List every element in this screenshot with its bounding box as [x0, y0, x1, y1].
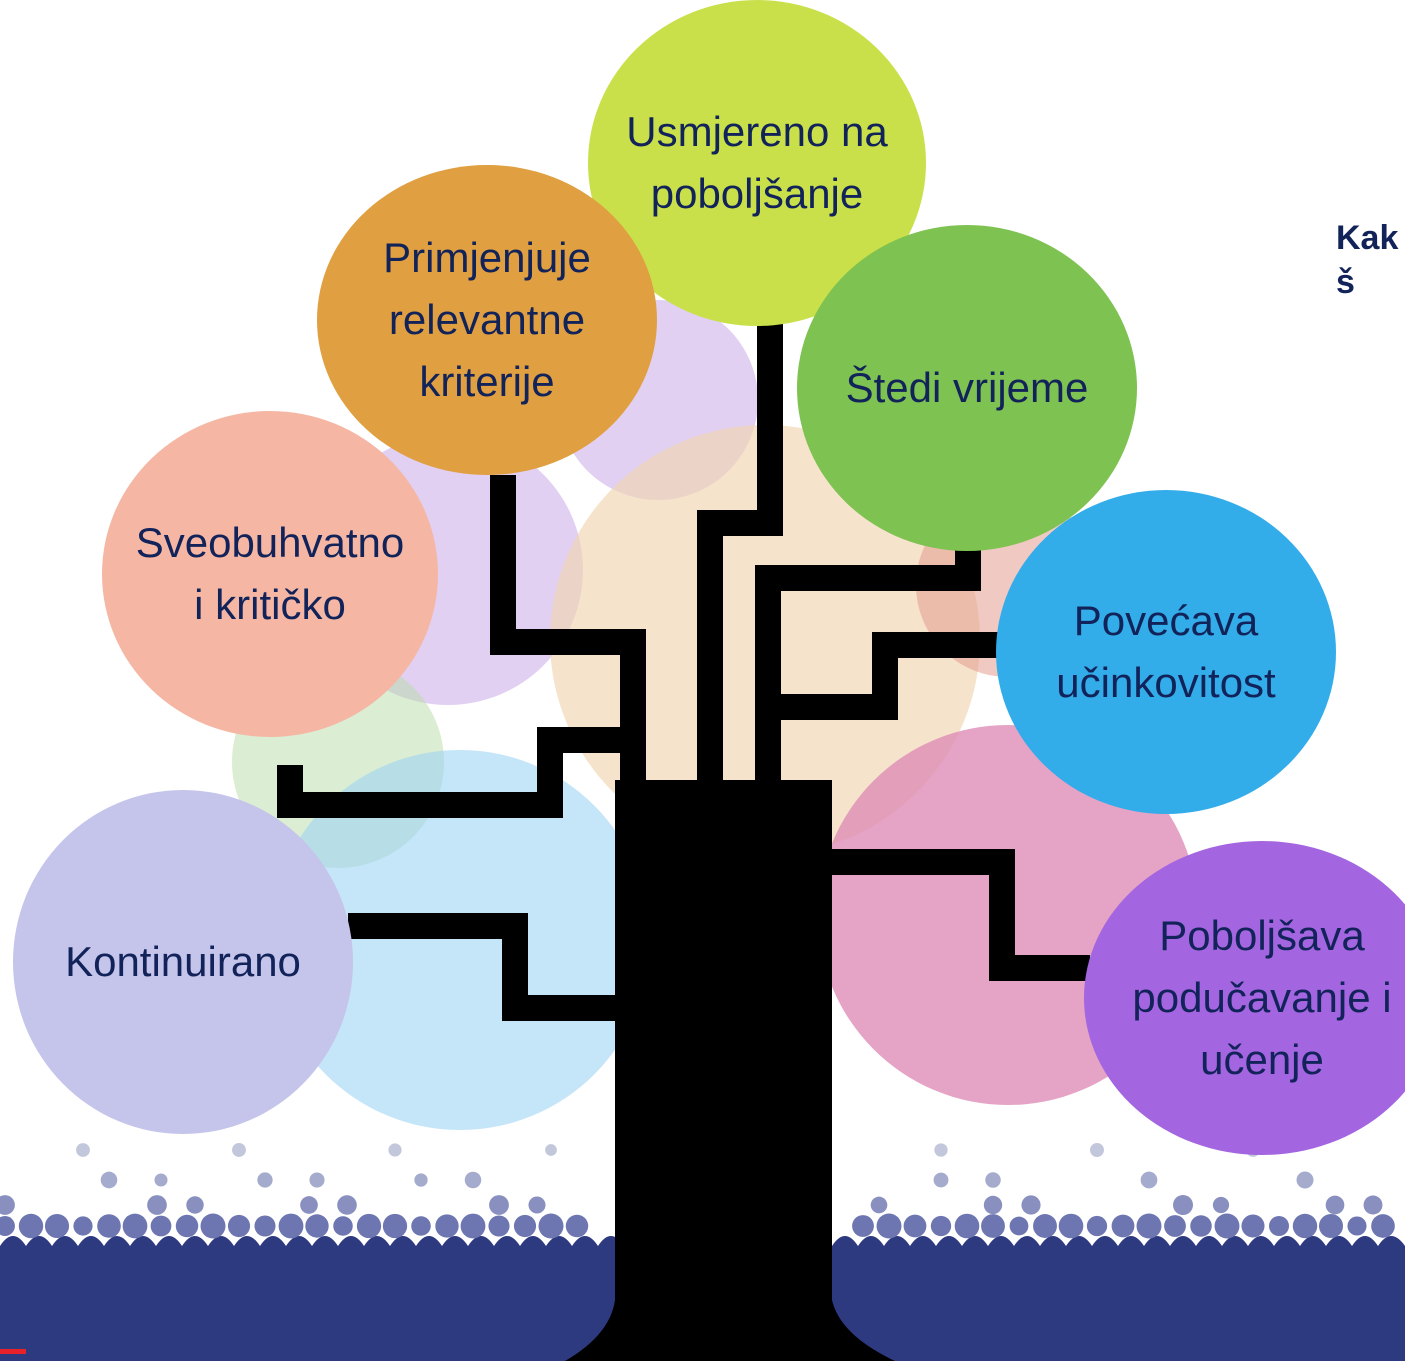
decor-dot	[983, 1195, 1003, 1215]
red-accent-mark	[0, 1349, 26, 1354]
decor-dot	[97, 1214, 121, 1238]
decor-dot	[933, 1172, 949, 1188]
decor-dot	[464, 1171, 482, 1189]
decor-dot	[1325, 1195, 1345, 1215]
decor-dot	[1086, 1215, 1108, 1237]
decor-dot	[200, 1213, 226, 1239]
decor-dot	[1371, 1214, 1395, 1238]
decor-dot	[513, 1214, 537, 1238]
decor-dot	[1164, 1215, 1186, 1237]
decor-dot	[985, 1172, 1001, 1188]
branch-povecava	[768, 632, 1000, 720]
decor-dot	[1269, 1216, 1289, 1236]
decor-dot	[1021, 1195, 1041, 1215]
branches	[277, 318, 1090, 1021]
decor-dot	[1009, 1216, 1029, 1236]
decor-dot	[930, 1215, 952, 1237]
side-title: Kak š	[1336, 219, 1399, 301]
decor-dot	[1033, 1214, 1057, 1238]
decor-dot	[337, 1195, 357, 1215]
decor-dot	[122, 1213, 148, 1239]
decor-dot	[147, 1195, 167, 1215]
decor-dot	[411, 1216, 431, 1236]
decor-dot	[528, 1196, 546, 1214]
decor-dot	[154, 1173, 168, 1187]
branch-kontinuirano	[348, 913, 620, 1021]
node-povecava-circle	[996, 490, 1336, 814]
node-stedi-circle	[797, 225, 1137, 551]
decor-dot	[1058, 1213, 1084, 1239]
decor-dot	[300, 1196, 318, 1214]
decor-dot	[44, 1213, 70, 1239]
decor-dot	[954, 1213, 980, 1239]
decor-dot	[1212, 1196, 1230, 1214]
decor-dot	[934, 1143, 948, 1157]
decor-dot	[0, 1216, 15, 1236]
branch-primjenjuje	[490, 475, 646, 790]
decor-dot	[1136, 1213, 1162, 1239]
decor-dot	[1090, 1143, 1104, 1157]
decor-dot	[488, 1215, 510, 1237]
branch-stedi	[755, 540, 981, 790]
decor-dot	[186, 1196, 204, 1214]
decor-dot	[76, 1143, 90, 1157]
decor-dot	[305, 1214, 329, 1238]
decor-dot	[150, 1215, 172, 1237]
decor-dot	[382, 1213, 408, 1239]
decor-dot	[981, 1214, 1005, 1238]
decor-dot	[1140, 1171, 1158, 1189]
node-poboljsava-circle	[1084, 841, 1405, 1155]
node-usmjereno-circle	[588, 0, 926, 326]
decor-dot	[18, 1213, 44, 1239]
node-primjenjuje-circle	[317, 165, 657, 475]
decor-dot	[333, 1216, 353, 1236]
decor-dot	[565, 1214, 589, 1238]
decor-dot	[460, 1213, 486, 1239]
decor-dot	[1363, 1195, 1383, 1215]
decor-dot	[175, 1214, 199, 1238]
decor-dot	[1241, 1214, 1265, 1238]
decor-dot	[545, 1144, 557, 1156]
decor-dot	[1173, 1195, 1193, 1215]
decor-dot	[309, 1172, 325, 1188]
decor-dot	[254, 1215, 276, 1237]
decor-dot	[1190, 1215, 1212, 1237]
decor-dot	[435, 1214, 459, 1238]
background-blob	[270, 750, 650, 1130]
decor-dot	[852, 1215, 874, 1237]
decor-dot	[0, 1195, 15, 1215]
decor-dot	[1296, 1171, 1314, 1189]
decor-dot	[100, 1171, 118, 1189]
nodes	[13, 0, 1405, 1155]
decor-dot	[870, 1196, 888, 1214]
decor-dot	[1292, 1213, 1318, 1239]
decor-dot	[903, 1214, 927, 1238]
decor-dot	[538, 1213, 564, 1239]
branch-poboljsava	[830, 849, 1090, 981]
branch-sveobuhvatno	[277, 727, 633, 818]
decor-dot	[1214, 1213, 1240, 1239]
decor-dot	[1318, 1213, 1344, 1239]
branch-usmjereno	[697, 318, 783, 790]
decor-dot	[232, 1143, 246, 1157]
decor-dot	[257, 1172, 273, 1188]
tree-trunk	[565, 780, 895, 1361]
decor-dot	[414, 1173, 428, 1187]
decor-dot	[278, 1213, 304, 1239]
decor-dot	[356, 1213, 382, 1239]
decor-dot	[227, 1214, 251, 1238]
decor-dot	[388, 1143, 402, 1157]
node-kontinuirano-circle	[13, 790, 353, 1134]
decor-dot	[489, 1195, 509, 1215]
decor-dot	[73, 1216, 93, 1236]
decor-dot	[1347, 1216, 1367, 1236]
decor-dot	[876, 1213, 902, 1239]
decor-dot	[1111, 1214, 1135, 1238]
node-sveobuhvatno-circle	[102, 411, 438, 737]
